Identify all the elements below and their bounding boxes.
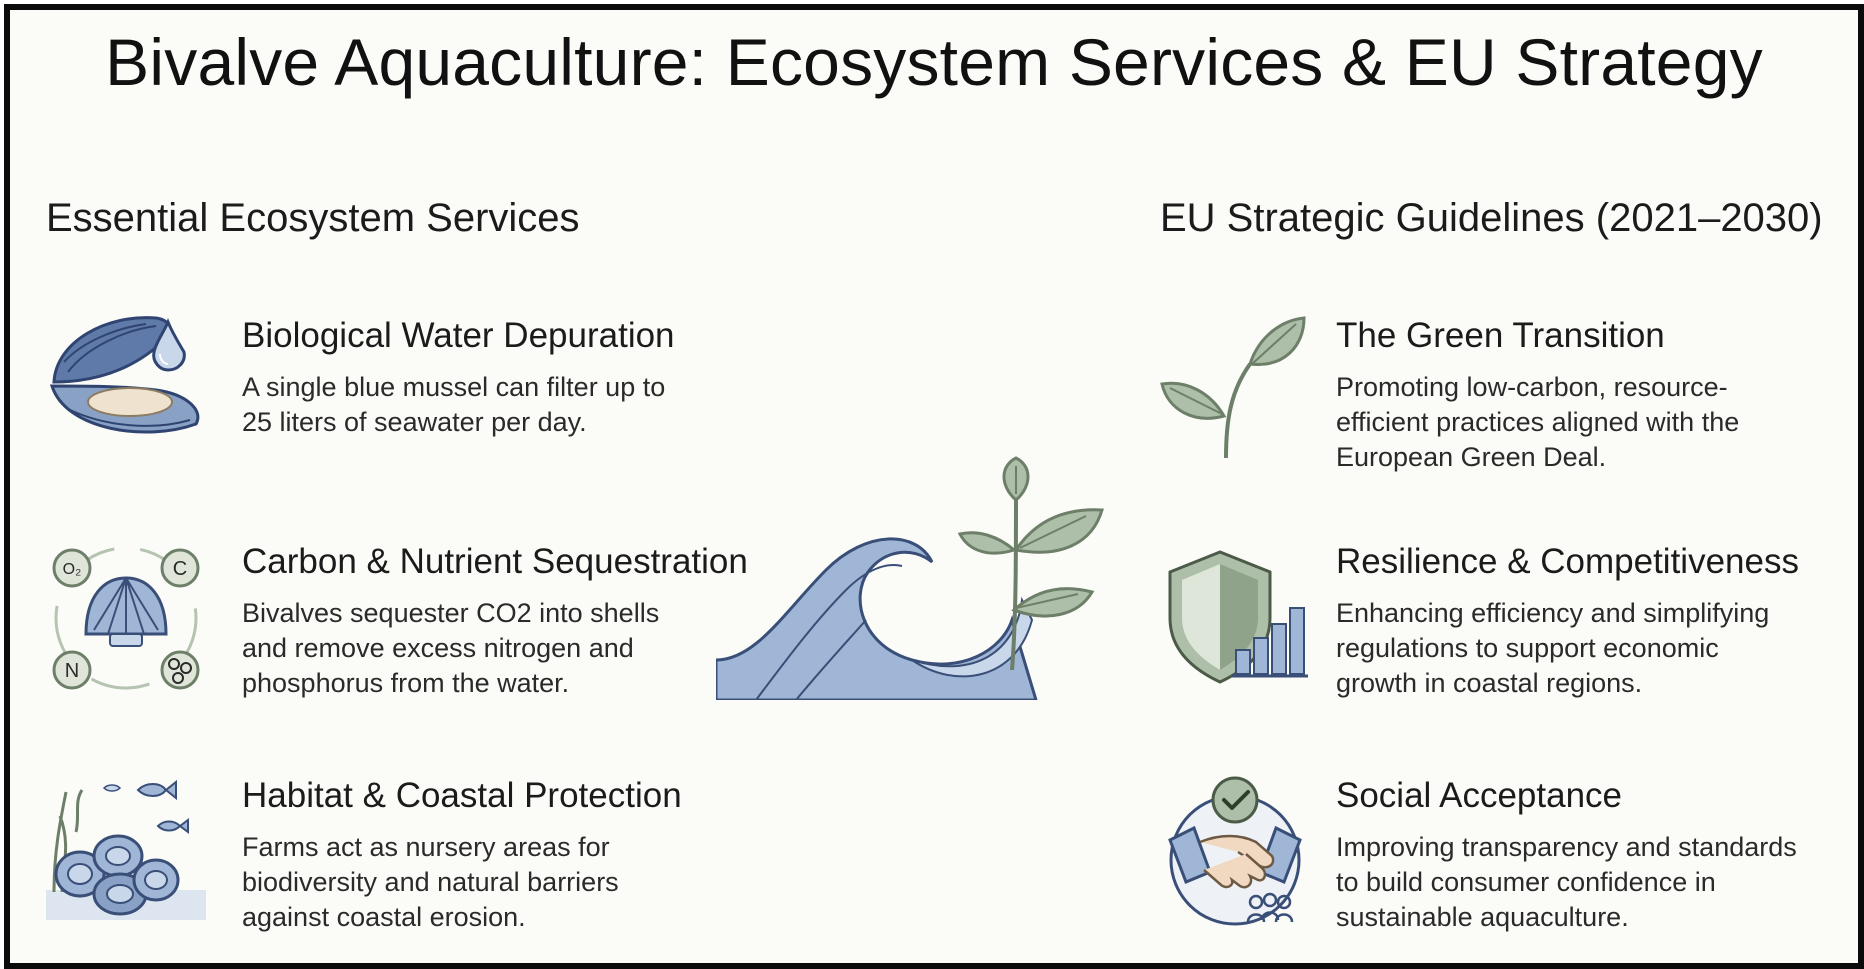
page-title: Bivalve Aquaculture: Ecosystem Services …: [105, 25, 1763, 99]
strategy-title: The Green Transition: [1336, 316, 1665, 355]
strategy-title: Resilience & Competitiveness: [1336, 542, 1799, 581]
strategy-item-resilience: Resilience & Competitiveness Enhancing e…: [1160, 538, 1860, 708]
service-title: Biological Water Depuration: [242, 316, 675, 355]
service-item-carbon-sequestration: O₂ C N Carbon & Nutrient Sequestration B…: [46, 538, 776, 708]
strategy-title: Social Acceptance: [1336, 776, 1623, 815]
mussel-with-water-drop-icon: [46, 312, 206, 457]
strategy-item-green-transition: The Green Transition Promoting low-carbo…: [1160, 312, 1860, 482]
service-description: Farms act as nursery areas for biodivers…: [242, 832, 619, 932]
service-title: Carbon & Nutrient Sequestration: [242, 542, 748, 581]
shell-with-elements-icon: O₂ C N: [46, 538, 206, 703]
service-item-water-depuration: Biological Water Depuration A single blu…: [46, 312, 766, 462]
wave-with-plant-icon: [714, 450, 1106, 705]
handshake-with-checkmark-icon: [1160, 772, 1310, 937]
strategy-description: Promoting low-carbon, resource- efficien…: [1336, 372, 1740, 472]
service-item-habitat-protection: Habitat & Coastal Protection Farms act a…: [46, 772, 766, 942]
strategy-description: Enhancing efficiency and simplifying reg…: [1336, 598, 1770, 698]
nitrogen-label: N: [65, 660, 79, 682]
oxygen-label: O₂: [63, 561, 82, 578]
oyster-reef-with-fish-icon: [46, 772, 206, 927]
right-section-heading: EU Strategic Guidelines (2021–2030): [1160, 196, 1823, 240]
strategy-item-social-acceptance: Social Acceptance Improving transparency…: [1160, 772, 1860, 942]
left-section-heading: Essential Ecosystem Services: [46, 196, 580, 240]
sprout-icon: [1160, 312, 1310, 467]
shield-with-bar-chart-icon: [1160, 538, 1310, 693]
service-description: Bivalves sequester CO2 into shells and r…: [242, 598, 660, 698]
infographic-frame: Bivalve Aquaculture: Ecosystem Services …: [4, 4, 1864, 969]
strategy-description: Improving transparency and standards to …: [1336, 832, 1797, 932]
carbon-label: C: [173, 558, 187, 580]
service-description: A single blue mussel can filter up to 25…: [242, 372, 666, 437]
service-title: Habitat & Coastal Protection: [242, 776, 682, 815]
